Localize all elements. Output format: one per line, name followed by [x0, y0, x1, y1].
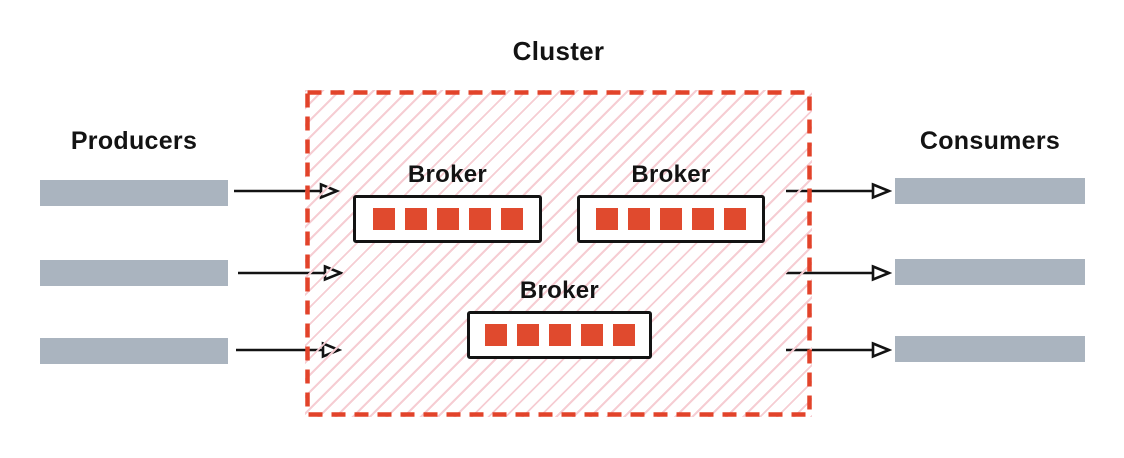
cluster-dashed-border	[305, 90, 812, 417]
broker-box	[577, 195, 765, 243]
broker-label: Broker	[519, 277, 600, 304]
consumer-bar	[895, 336, 1085, 362]
partition-square	[372, 208, 395, 230]
partition-square	[548, 324, 571, 346]
partition-row	[580, 198, 762, 240]
partition-square	[516, 324, 539, 346]
partition-square	[468, 208, 491, 230]
broker-label: Broker	[631, 161, 711, 188]
cluster-title: Cluster	[512, 36, 605, 66]
partition-square	[692, 208, 714, 230]
partition-square	[596, 208, 618, 230]
broker: Broker	[577, 160, 765, 243]
producer-bar	[40, 338, 228, 364]
partition-square	[660, 208, 682, 230]
partition-square	[612, 324, 635, 346]
partition-square	[628, 208, 650, 230]
producers-label: Producers	[70, 127, 198, 155]
partition-square	[724, 208, 746, 230]
partition-row	[470, 314, 649, 356]
broker: Broker	[467, 276, 652, 359]
producer-bar	[40, 260, 228, 286]
partition-row	[356, 198, 539, 240]
partition-square	[580, 324, 603, 346]
consumer-bar	[895, 178, 1085, 204]
partition-square	[484, 324, 507, 346]
cluster-boundary	[305, 90, 812, 417]
broker-label: Broker	[407, 161, 488, 188]
partition-square	[404, 208, 427, 230]
consumer-bar	[895, 259, 1085, 285]
broker-box	[467, 311, 652, 359]
consumers-label: Consumers	[919, 127, 1061, 155]
broker-box	[353, 195, 542, 243]
partition-square	[436, 208, 459, 230]
producer-bar	[40, 180, 228, 206]
broker: Broker	[353, 160, 542, 243]
partition-square	[500, 208, 523, 230]
